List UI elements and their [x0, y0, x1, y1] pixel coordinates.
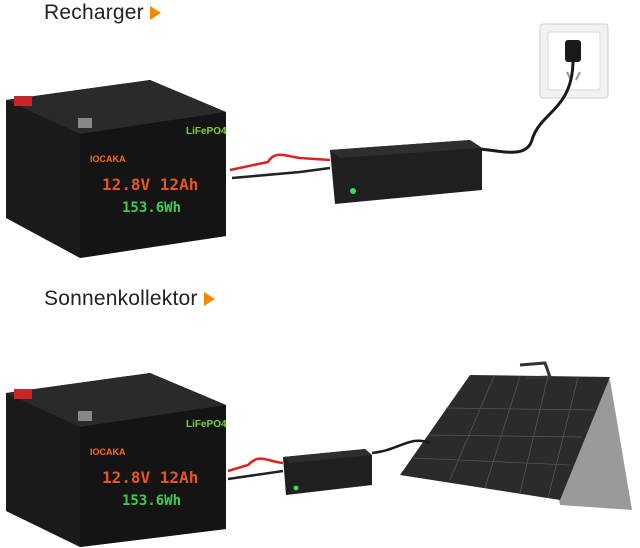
- solar-illustration: IOCAKA LiFePO4 12.8V 12Ah 153.6Wh: [6, 361, 632, 547]
- battery-energy: 153.6Wh: [122, 200, 181, 216]
- section-solar: Sonnenkollektor: [0, 285, 640, 548]
- battery-voltage-capacity: 12.8V 12Ah: [102, 175, 198, 194]
- section-heading-recharger: Recharger: [44, 1, 161, 25]
- orange-triangle-arrow-icon: [149, 6, 161, 20]
- battery-chemistry: LiFePO4: [186, 419, 227, 430]
- battery-chemistry: LiFePO4: [186, 126, 227, 137]
- charger-led-icon: [293, 485, 299, 491]
- heading-text: Recharger: [44, 1, 144, 24]
- battery-body: [6, 373, 226, 547]
- recharger-illustration: IOCAKA LiFePO4 12.8V 12Ah 153.6Wh: [6, 23, 609, 258]
- heading-text: Sonnenkollektor: [44, 287, 198, 310]
- charger-body: [330, 140, 482, 204]
- orange-triangle-arrow-icon: [203, 292, 215, 306]
- section-heading-solar: Sonnenkollektor: [44, 287, 215, 311]
- charge-controller: [283, 449, 372, 495]
- battery-voltage-capacity: 12.8V 12Ah: [102, 468, 198, 487]
- wall-outlet-icon: [539, 23, 609, 99]
- charger-led-icon: [350, 188, 356, 194]
- solar-panel: [400, 361, 632, 510]
- battery-brand: IOCAKA: [90, 447, 126, 457]
- battery-energy: 153.6Wh: [122, 493, 181, 509]
- battery-body: [6, 80, 226, 258]
- battery-brand: IOCAKA: [90, 154, 126, 164]
- section-recharger: Recharger IOCAKA: [6, 1, 609, 258]
